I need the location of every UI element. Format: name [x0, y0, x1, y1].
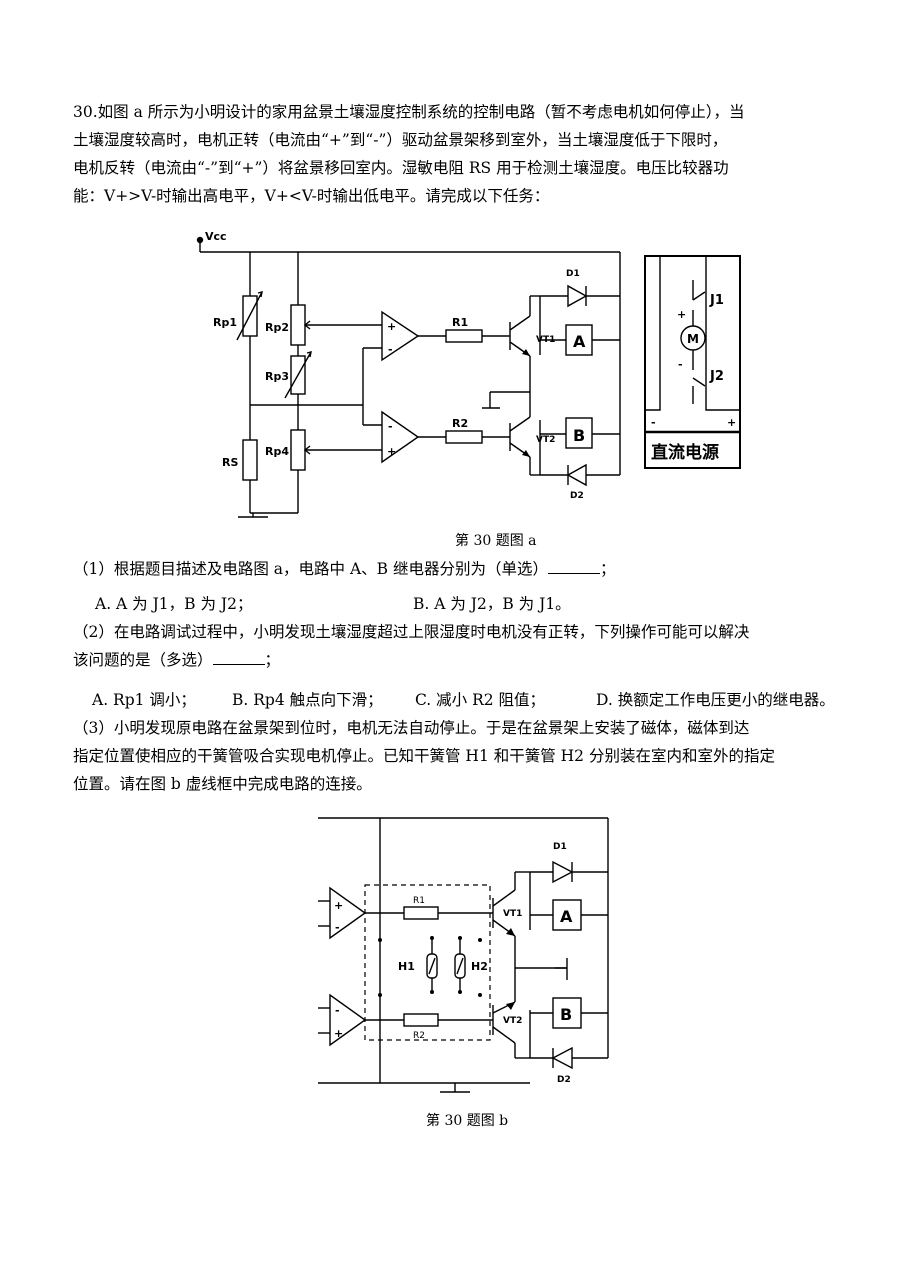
power-label: 直流电源 [651, 442, 719, 463]
b-label-r1: R1 [413, 896, 425, 906]
label-rp1: Rp1 [213, 316, 237, 329]
motor-plus: + [677, 308, 686, 321]
label-j1: J1 [709, 293, 724, 308]
label-r2: R2 [452, 417, 468, 430]
b-label-vt1: VT1 [503, 909, 522, 919]
b-label-r2: R2 [413, 1031, 425, 1041]
q1-answer-blank[interactable] [547, 559, 600, 574]
q2-option-a: A. Rp1 调小； [92, 691, 196, 709]
intro-line: 30.如图 a 所示为小明设计的家用盆景土壤湿度控制系统的控制电路（暂不考虑电机… [73, 103, 745, 121]
b-relay-a: A [560, 907, 573, 926]
label-rp2: Rp2 [265, 321, 289, 334]
q2-line: 该问题的是（多选） [73, 651, 213, 669]
relay-a: A [573, 332, 586, 351]
intro-line: 能：V+>V-时输出高电平，V+<V-时输出低电平。请完成以下任务： [73, 187, 550, 205]
q3: （3）小明发现原电路在盆景架到位时，电机无法自动停止。于是在盆景架上安装了磁体，… [73, 714, 863, 798]
b-comp1-minus: - [335, 921, 340, 934]
label-r1: R1 [452, 316, 468, 329]
relay-b: B [573, 426, 585, 445]
q1: （1）根据题目描述及电路图 a，电路中 A、B 继电器分别为（单选）； [73, 559, 616, 578]
label-vcc: Vcc [205, 230, 227, 243]
intro-line: 土壤湿度较高时，电机正转（电流由“+”到“-”）驱动盆景架移到室外，当土壤湿度低… [73, 131, 728, 149]
label-d1: D1 [566, 269, 580, 279]
comp1-plus: + [387, 320, 396, 333]
label-rp4: Rp4 [265, 445, 289, 458]
b-label-vt2: VT2 [503, 1016, 522, 1026]
figure-b-caption: 第 30 题图 b [426, 1113, 509, 1129]
power-plus: + [727, 416, 736, 429]
motor-minus: - [678, 358, 683, 371]
figure-a-caption: 第 30 题图 a [455, 533, 537, 549]
q1-option-b: B. A 为 J2，B 为 J1。 [413, 595, 571, 613]
label-j2: J2 [709, 369, 724, 384]
label-rs: RS [222, 456, 238, 469]
circuit-figure-b: + - - + R1 R2 H1 H2 VT1 VT2 D1 D2 A B [318, 817, 609, 1093]
b-label-h1: H1 [398, 960, 415, 973]
q3-line: 指定位置使相应的干簧管吸合实现电机停止。已知干簧管 H1 和干簧管 H2 分别装… [73, 747, 775, 765]
intro-line: 电机反转（电流由“-”到“+”）将盆景移回室内。湿敏电阻 RS 用于检测土壤湿度… [73, 159, 729, 177]
q3-line: （3）小明发现原电路在盆景架到位时，电机无法自动停止。于是在盆景架上安装了磁体，… [73, 719, 750, 737]
b-comp2-plus: + [334, 1027, 343, 1040]
q3-line: 位置。请在图 b 虚线框中完成电路的连接。 [73, 775, 372, 793]
question-intro: 30.如图 a 所示为小明设计的家用盆景土壤湿度控制系统的控制电路（暂不考虑电机… [73, 98, 863, 210]
b-relay-b: B [560, 1005, 572, 1024]
motor-icon: M [687, 332, 699, 346]
q2-option-d: D. 换额定工作电压更小的继电器。 [596, 691, 835, 709]
comp2-minus: - [388, 420, 393, 433]
circuit-figure-a: Vcc Rp1 Rp2 Rp3 Rp4 RS + - - + R1 R2 VT1… [196, 230, 741, 518]
label-vt2: VT2 [536, 435, 555, 445]
b-label-d2: D2 [557, 1075, 571, 1085]
q2: （2）在电路调试过程中，小明发现土壤湿度超过上限湿度时电机没有正转，下列操作可能… [73, 618, 863, 674]
label-d2: D2 [570, 491, 584, 501]
q2-answer-blank[interactable] [212, 650, 265, 665]
comp1-minus: - [388, 343, 393, 356]
q2-line: （2）在电路调试过程中，小明发现土壤湿度超过上限湿度时电机没有正转，下列操作可能… [73, 623, 750, 641]
label-vt1: VT1 [536, 335, 555, 345]
b-comp2-minus: - [335, 1004, 340, 1017]
comp2-plus: + [387, 445, 396, 458]
b-label-h2: H2 [471, 960, 488, 973]
q2-option-b: B. Rp4 触点向下滑； [232, 691, 383, 709]
q1-text: （1）根据题目描述及电路图 a，电路中 A、B 继电器分别为（单选） [73, 560, 548, 578]
power-minus: - [651, 416, 656, 429]
b-comp1-plus: + [334, 899, 343, 912]
label-rp3: Rp3 [265, 370, 289, 383]
b-label-d1: D1 [553, 842, 567, 852]
q2-option-c: C. 减小 R2 阻值； [415, 691, 546, 709]
q1-option-a: A. A 为 J1，B 为 J2； [95, 595, 253, 613]
